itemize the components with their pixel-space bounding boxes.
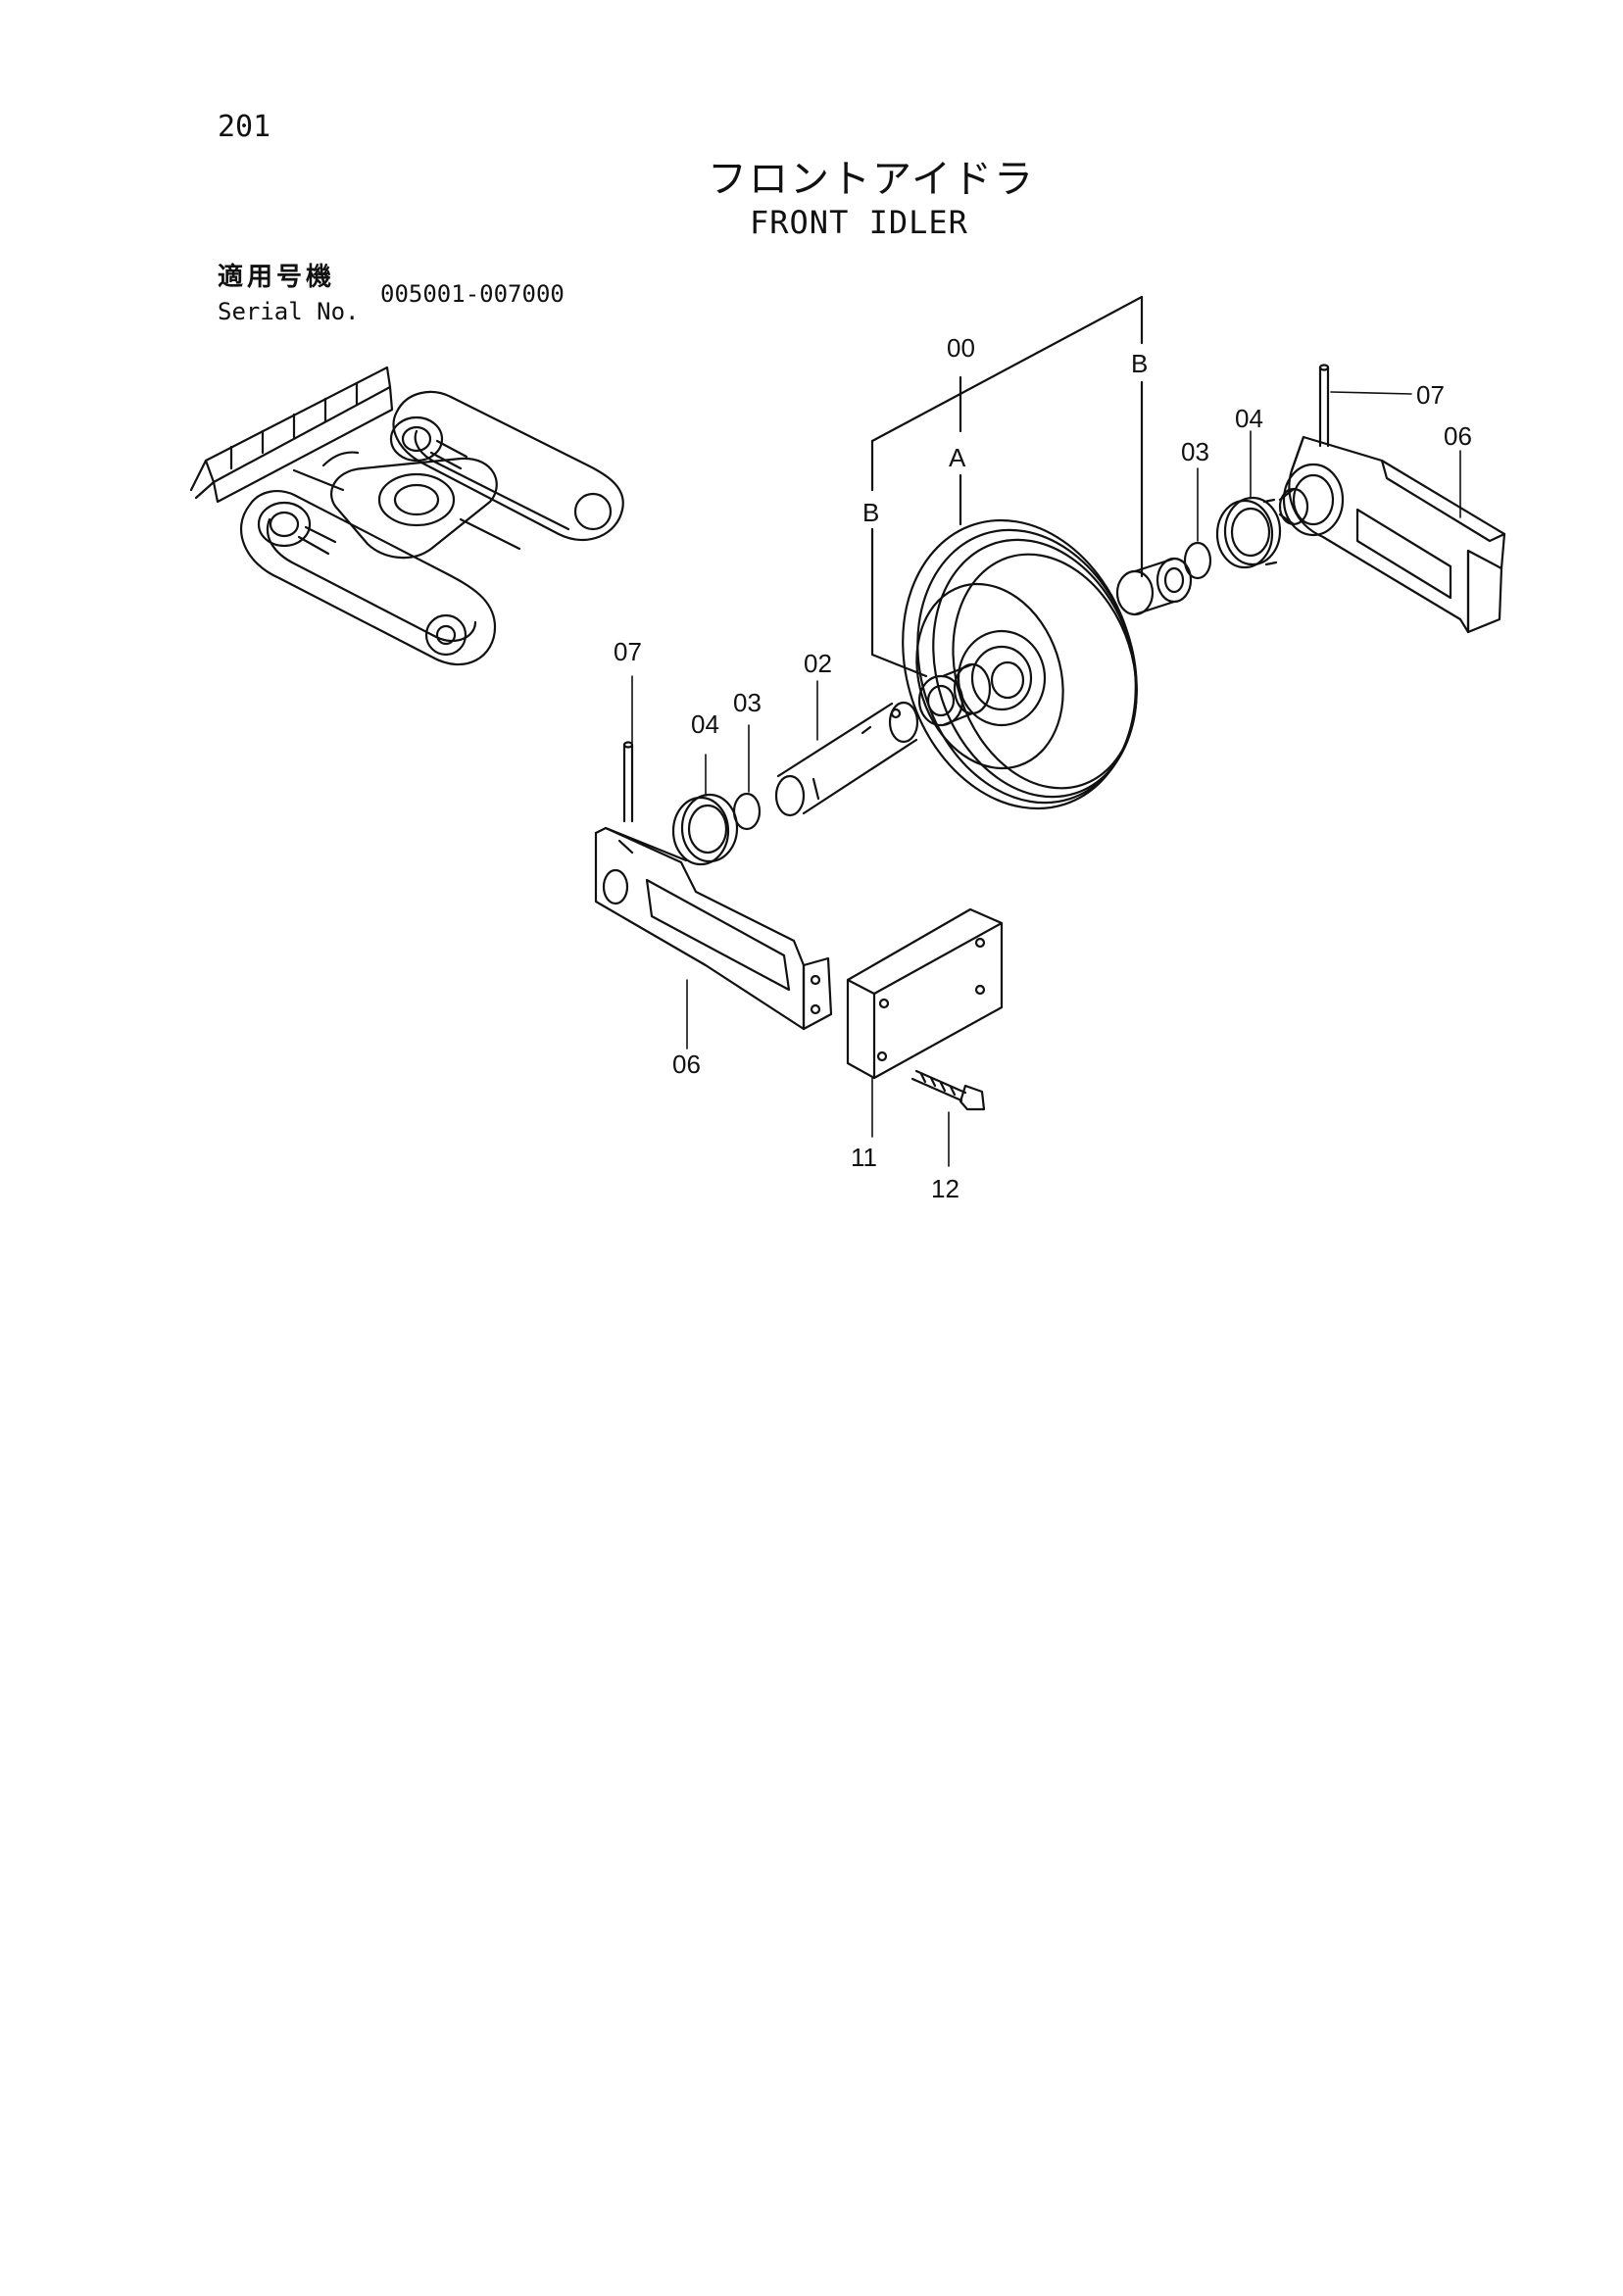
bearing-left xyxy=(594,826,833,1031)
callout-a: A xyxy=(949,443,966,472)
hex-bolt xyxy=(910,1069,986,1111)
callout-06-left: 06 xyxy=(672,1050,701,1079)
bushing-left xyxy=(917,662,992,727)
callout-12: 12 xyxy=(931,1174,959,1203)
callout-b-right: B xyxy=(1131,349,1148,378)
callout-11: 11 xyxy=(851,1143,877,1172)
callout-07-right: 07 xyxy=(1416,380,1445,410)
floating-seal-right xyxy=(1215,496,1282,569)
callout-b-left: B xyxy=(862,498,879,527)
floating-seal-left xyxy=(671,793,739,866)
callout-03-left: 03 xyxy=(733,688,762,717)
bushing-right xyxy=(1115,557,1193,616)
callout-04-right: 04 xyxy=(1235,404,1263,433)
undercarriage-overview-illustration xyxy=(189,366,624,666)
page-title-english: FRONT IDLER xyxy=(750,204,968,241)
callout-00: 00 xyxy=(947,333,975,363)
bearing-right xyxy=(1278,435,1506,634)
callout-07-left: 07 xyxy=(614,637,642,666)
page-number: 201 xyxy=(218,110,271,144)
callout-04-left: 04 xyxy=(691,709,719,739)
callout-02: 02 xyxy=(804,649,832,678)
o-ring-right xyxy=(1183,541,1212,580)
page-title-japanese: フロントアイドラ xyxy=(708,157,1035,202)
idler-shaft xyxy=(774,701,919,817)
assembly-bracket-lines xyxy=(870,295,1144,678)
callout-03-right: 03 xyxy=(1181,437,1209,466)
pin-left xyxy=(622,741,634,823)
front-idler-wheel xyxy=(902,518,1138,810)
cover-plate xyxy=(846,907,1004,1080)
pin-right xyxy=(1318,364,1330,448)
serial-range: 005001-007000 xyxy=(380,280,565,308)
o-ring-left xyxy=(732,792,762,831)
callout-06-right: 06 xyxy=(1444,421,1472,451)
serial-label-japanese: 適用号機 xyxy=(218,263,336,292)
serial-label-english: Serial No. xyxy=(218,298,360,325)
leader-lines xyxy=(631,391,1461,1167)
